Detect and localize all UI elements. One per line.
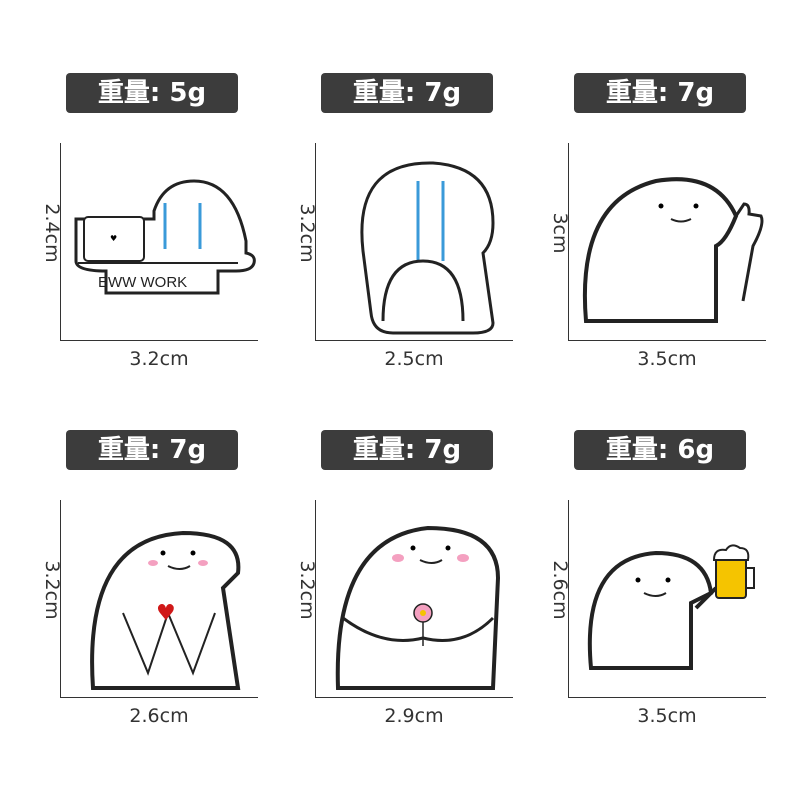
width-axis xyxy=(60,340,258,341)
width-label: 3.5cm xyxy=(637,348,697,370)
weight-badge: 重量: 7g xyxy=(321,430,493,470)
width-label: 3.5cm xyxy=(637,705,697,727)
eww-work-pin-image: ♥ EWW WORK xyxy=(74,179,256,295)
height-axis xyxy=(60,143,61,341)
height-label: 3.2cm xyxy=(296,560,318,620)
height-axis xyxy=(60,500,61,698)
pin-cell-beer: 重量: 6g 2.6cm 3.5cm xyxy=(549,430,800,787)
width-axis xyxy=(568,697,766,698)
width-axis xyxy=(315,697,513,698)
pin-cell-thumbs-up: 重量: 7g 3cm 3.5cm xyxy=(549,73,800,430)
weight-badge: 重量: 5g xyxy=(66,73,238,113)
crying-pin-image xyxy=(360,161,495,335)
width-axis xyxy=(315,340,513,341)
height-label: 3cm xyxy=(549,212,571,254)
svg-text:♥: ♥ xyxy=(156,601,176,626)
pin-cell-eww-work: 重量: 5g 2.4cm 3.2cm ♥ EWW WORK xyxy=(41,73,315,430)
height-axis xyxy=(315,143,316,341)
flower-pin-image xyxy=(335,525,501,690)
width-label: 2.9cm xyxy=(384,705,444,727)
width-label: 2.5cm xyxy=(384,348,444,370)
height-label: 2.4cm xyxy=(41,203,63,263)
pin-cell-flower: 重量: 7g 3.2cm 2.9cm xyxy=(296,430,570,787)
height-label: 3.2cm xyxy=(41,560,63,620)
height-axis xyxy=(315,500,316,698)
height-label: 2.6cm xyxy=(549,560,571,620)
thumbs-up-pin-image xyxy=(582,177,764,323)
weight-badge: 重量: 7g xyxy=(66,430,238,470)
pin-cell-heart: 重量: 7g 3.2cm 2.6cm ♥ xyxy=(41,430,315,787)
svg-text:EWW WORK: EWW WORK xyxy=(98,274,187,291)
weight-badge: 重量: 6g xyxy=(574,430,746,470)
heart-pin-image: ♥ xyxy=(90,530,241,690)
height-axis xyxy=(568,143,569,341)
svg-text:♥: ♥ xyxy=(110,234,117,243)
height-axis xyxy=(568,500,569,698)
weight-badge: 重量: 7g xyxy=(321,73,493,113)
width-label: 2.6cm xyxy=(129,705,189,727)
width-axis xyxy=(60,697,258,698)
beer-pin-image xyxy=(587,544,755,670)
height-label: 3.2cm xyxy=(296,203,318,263)
weight-badge: 重量: 7g xyxy=(574,73,746,113)
width-axis xyxy=(568,340,766,341)
pin-cell-crying: 重量: 7g 3.2cm 2.5cm xyxy=(296,73,570,430)
width-label: 3.2cm xyxy=(129,348,189,370)
